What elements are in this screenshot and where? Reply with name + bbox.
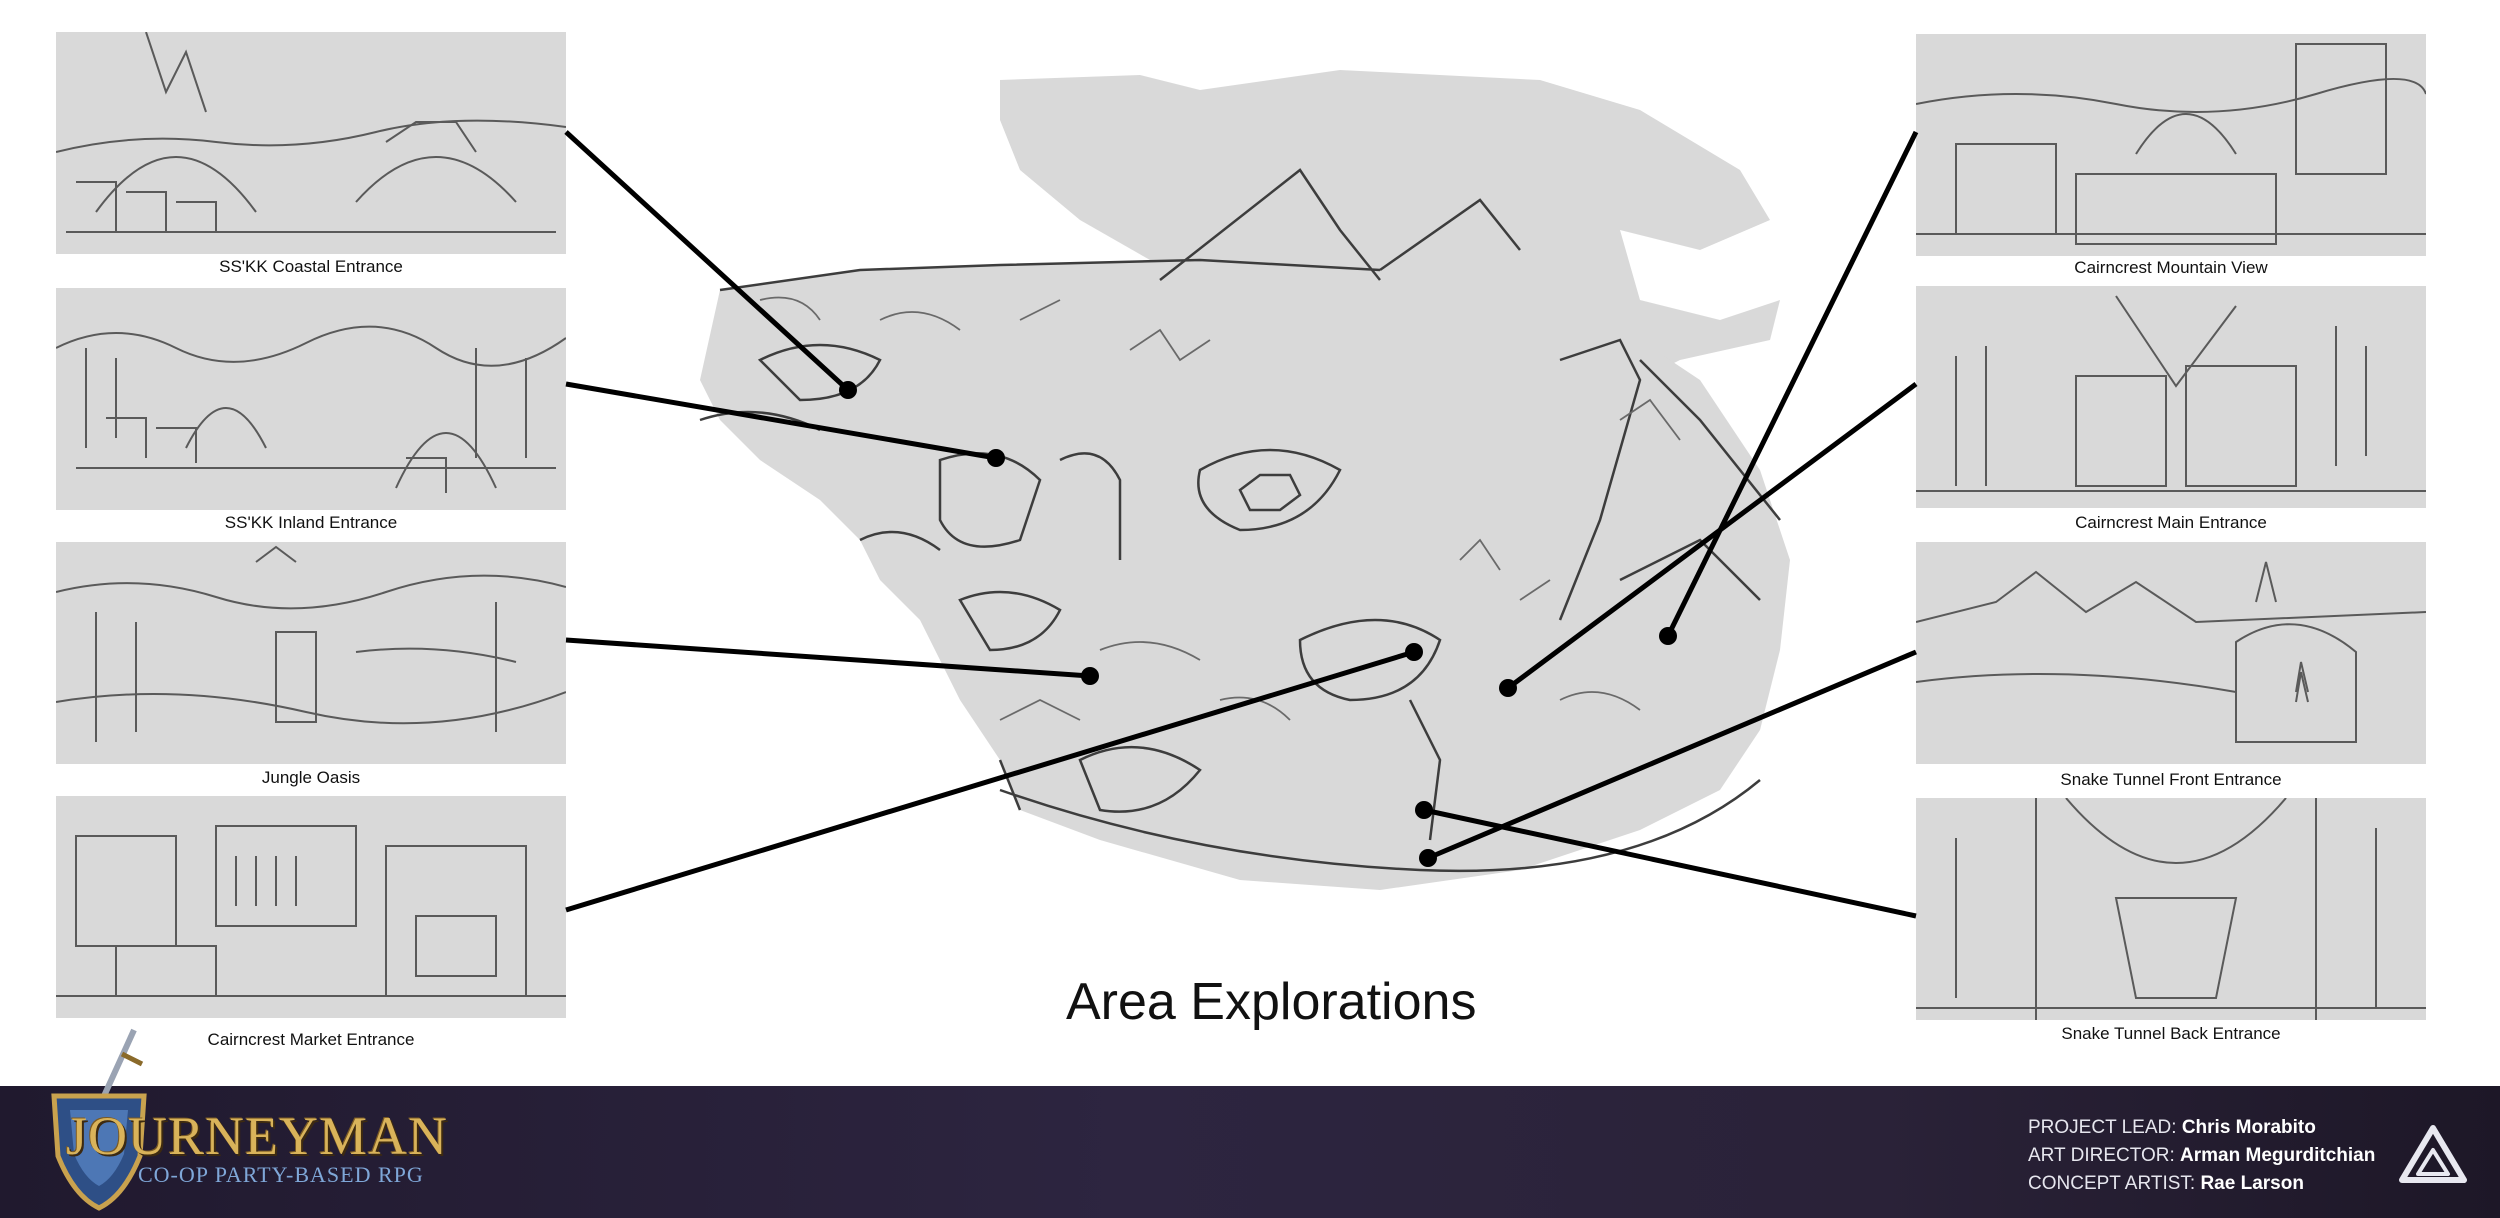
sketch-cairncrest-market — [56, 825, 566, 997]
panel-cairncrest-main-entrance — [1916, 286, 2426, 508]
credit-art-director: ART DIRECTOR: Arman Megurditchian — [2028, 1142, 2408, 1170]
panel-snake-tunnel-back — [1916, 798, 2426, 1020]
panel-jungle-oasis — [56, 542, 566, 764]
journeyman-shield-sword-logo-icon — [51, 1028, 147, 1211]
panel-snake-tunnel-front — [1916, 542, 2426, 764]
panel-sskk-inland-entrance — [56, 288, 566, 510]
credit-role: PROJECT LEAD: — [2028, 1117, 2177, 1138]
sketch-snake-tunnel-front — [1916, 561, 2426, 743]
credit-role: ART DIRECTOR: — [2028, 1145, 2175, 1166]
sketch-jungle-oasis — [56, 545, 566, 742]
caption-jungle-oasis: Jungle Oasis — [261, 768, 361, 787]
credit-project-lead: PROJECT LEAD: Chris Morabito — [2028, 1114, 2408, 1142]
footer-banner — [0, 1086, 2500, 1218]
sketch-cairncrest-main — [1916, 295, 2426, 492]
caption-sskk-coastal: SS'KK Coastal Entrance — [219, 257, 403, 276]
panel-cairncrest-mountain-view — [1916, 34, 2426, 256]
sketch-snake-tunnel-back — [1916, 798, 2426, 1020]
caption-snake-tunnel-back: Snake Tunnel Back Entrance — [2061, 1024, 2281, 1043]
credit-name: Arman Megurditchian — [2180, 1145, 2376, 1166]
page-title: Area Explorations — [1066, 973, 1477, 1031]
credit-name: Chris Morabito — [2181, 1117, 2316, 1138]
sketch-sskk-inland — [56, 325, 566, 493]
triangle-studio-logo-icon — [2399, 1125, 2467, 1183]
logo-wordmark: JOURNEYMAN — [66, 1106, 449, 1166]
caption-cairncrest-mountain: Cairncrest Mountain View — [2074, 258, 2268, 277]
credit-name: Rae Larson — [2200, 1173, 2304, 1194]
caption-cairncrest-market: Cairncrest Market Entrance — [207, 1030, 415, 1049]
credit-role: CONCEPT ARTIST: — [2028, 1173, 2196, 1194]
caption-sskk-inland: SS'KK Inland Entrance — [224, 513, 398, 532]
sketch-cairncrest-mountain — [1916, 43, 2426, 245]
panel-sskk-coastal-entrance — [56, 32, 566, 254]
logo-tagline: CO-OP PARTY-BASED RPG — [138, 1162, 424, 1187]
credits-block: PROJECT LEAD: Chris Morabito ART DIRECTO… — [2028, 1114, 2408, 1198]
panel-cairncrest-market — [56, 796, 566, 1018]
credit-concept-artist: CONCEPT ARTIST: Rae Larson — [2028, 1170, 2408, 1198]
island-map-sketch — [699, 70, 1790, 890]
caption-snake-tunnel-front: Snake Tunnel Front Entrance — [2060, 770, 2282, 789]
caption-cairncrest-main: Cairncrest Main Entrance — [2075, 513, 2267, 532]
sketch-sskk-coastal — [56, 32, 566, 233]
